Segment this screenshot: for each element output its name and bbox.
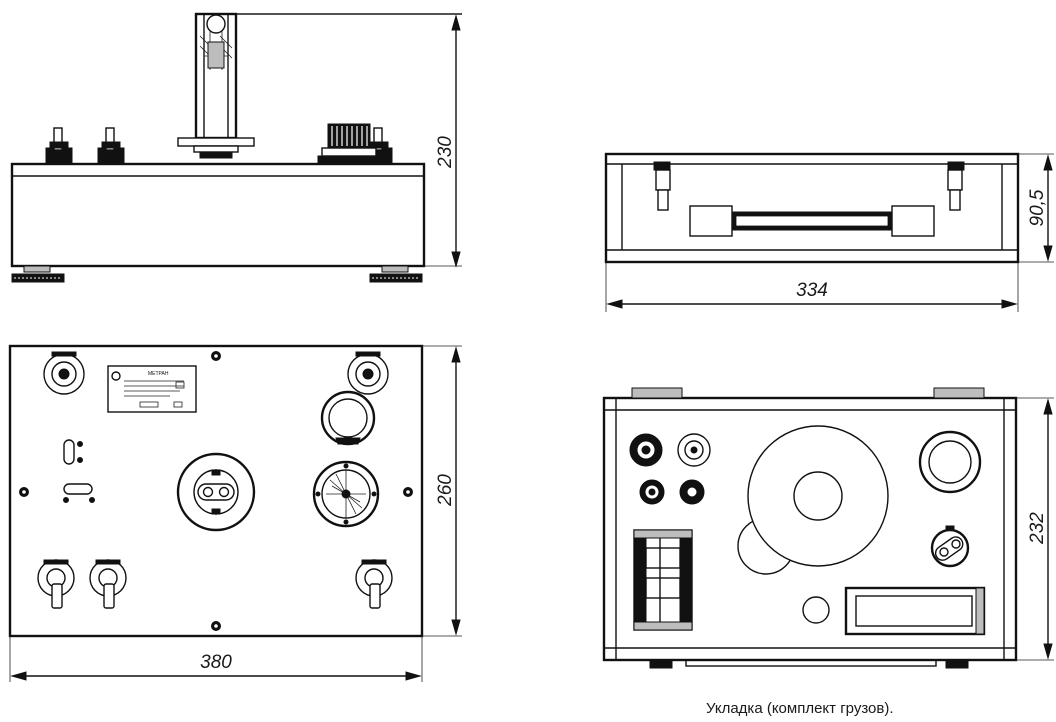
tool-block — [633, 529, 693, 631]
base-body — [10, 162, 426, 268]
knob-icon — [347, 351, 389, 395]
screw-icon — [211, 351, 221, 361]
toggle-switch-icon — [45, 127, 73, 165]
toggle-switch-icon — [89, 559, 127, 609]
piston-boss — [176, 452, 256, 532]
press-column — [177, 12, 462, 159]
nameplate: МЕТРАН — [107, 365, 197, 413]
case-edge — [685, 659, 937, 667]
small-disc — [802, 596, 830, 624]
hinge — [631, 387, 683, 399]
caption: Укладка (комплект грузов). — [706, 700, 894, 717]
case-side-view: 334 90,5 — [604, 152, 1054, 312]
adapter-icon — [930, 525, 970, 568]
case-top-view: 232 — [602, 387, 1054, 669]
dimension-case-depth — [1016, 397, 1054, 661]
top-view: МЕТРАН — [8, 344, 462, 682]
case-width-dim: 334 — [796, 280, 828, 301]
toggle-switch-icon — [355, 559, 393, 609]
reservoir-cap — [320, 390, 376, 446]
left-foot — [11, 265, 65, 283]
handle-icon — [689, 205, 935, 237]
slot-horizontal — [63, 483, 95, 503]
gauge-icon — [312, 460, 380, 528]
top-depth-dim: 260 — [435, 474, 456, 507]
weight-disc — [737, 425, 889, 575]
screw-icon — [403, 487, 413, 497]
top-width-dim: 380 — [200, 652, 232, 673]
toggle-switch-icon — [97, 127, 125, 165]
foot — [649, 659, 673, 669]
foot — [945, 659, 969, 669]
dimension-case-width — [605, 262, 1019, 312]
hinge — [933, 387, 985, 399]
latch-icon — [653, 161, 671, 211]
ring-weight — [918, 430, 982, 494]
case-depth-dim: 232 — [1027, 512, 1048, 545]
screw-icon — [19, 487, 29, 497]
toggle-switch-icon — [37, 559, 75, 609]
tray-box — [844, 586, 986, 636]
slot-vertical — [63, 439, 83, 465]
top-plate — [8, 344, 424, 638]
right-foot — [369, 265, 423, 283]
knob-icon — [677, 433, 711, 467]
front-view: 230 — [10, 12, 462, 283]
screw-icon — [211, 621, 221, 631]
dimension-case-height — [1018, 153, 1054, 263]
case-height-dim: 90,5 — [1027, 189, 1048, 226]
knob-icon — [317, 123, 381, 165]
knob-icon — [639, 479, 665, 505]
case-body — [604, 152, 1020, 264]
latch-icon — [947, 161, 965, 211]
dimension-depth — [422, 345, 462, 637]
svg-text:МЕТРАН: МЕТРАН — [148, 371, 169, 377]
knob-icon — [43, 351, 85, 395]
knob-icon — [679, 479, 705, 505]
dimension-height — [236, 13, 462, 268]
front-height-dim: 230 — [435, 136, 456, 169]
knob-icon — [629, 433, 663, 467]
dimension-width — [9, 636, 423, 682]
